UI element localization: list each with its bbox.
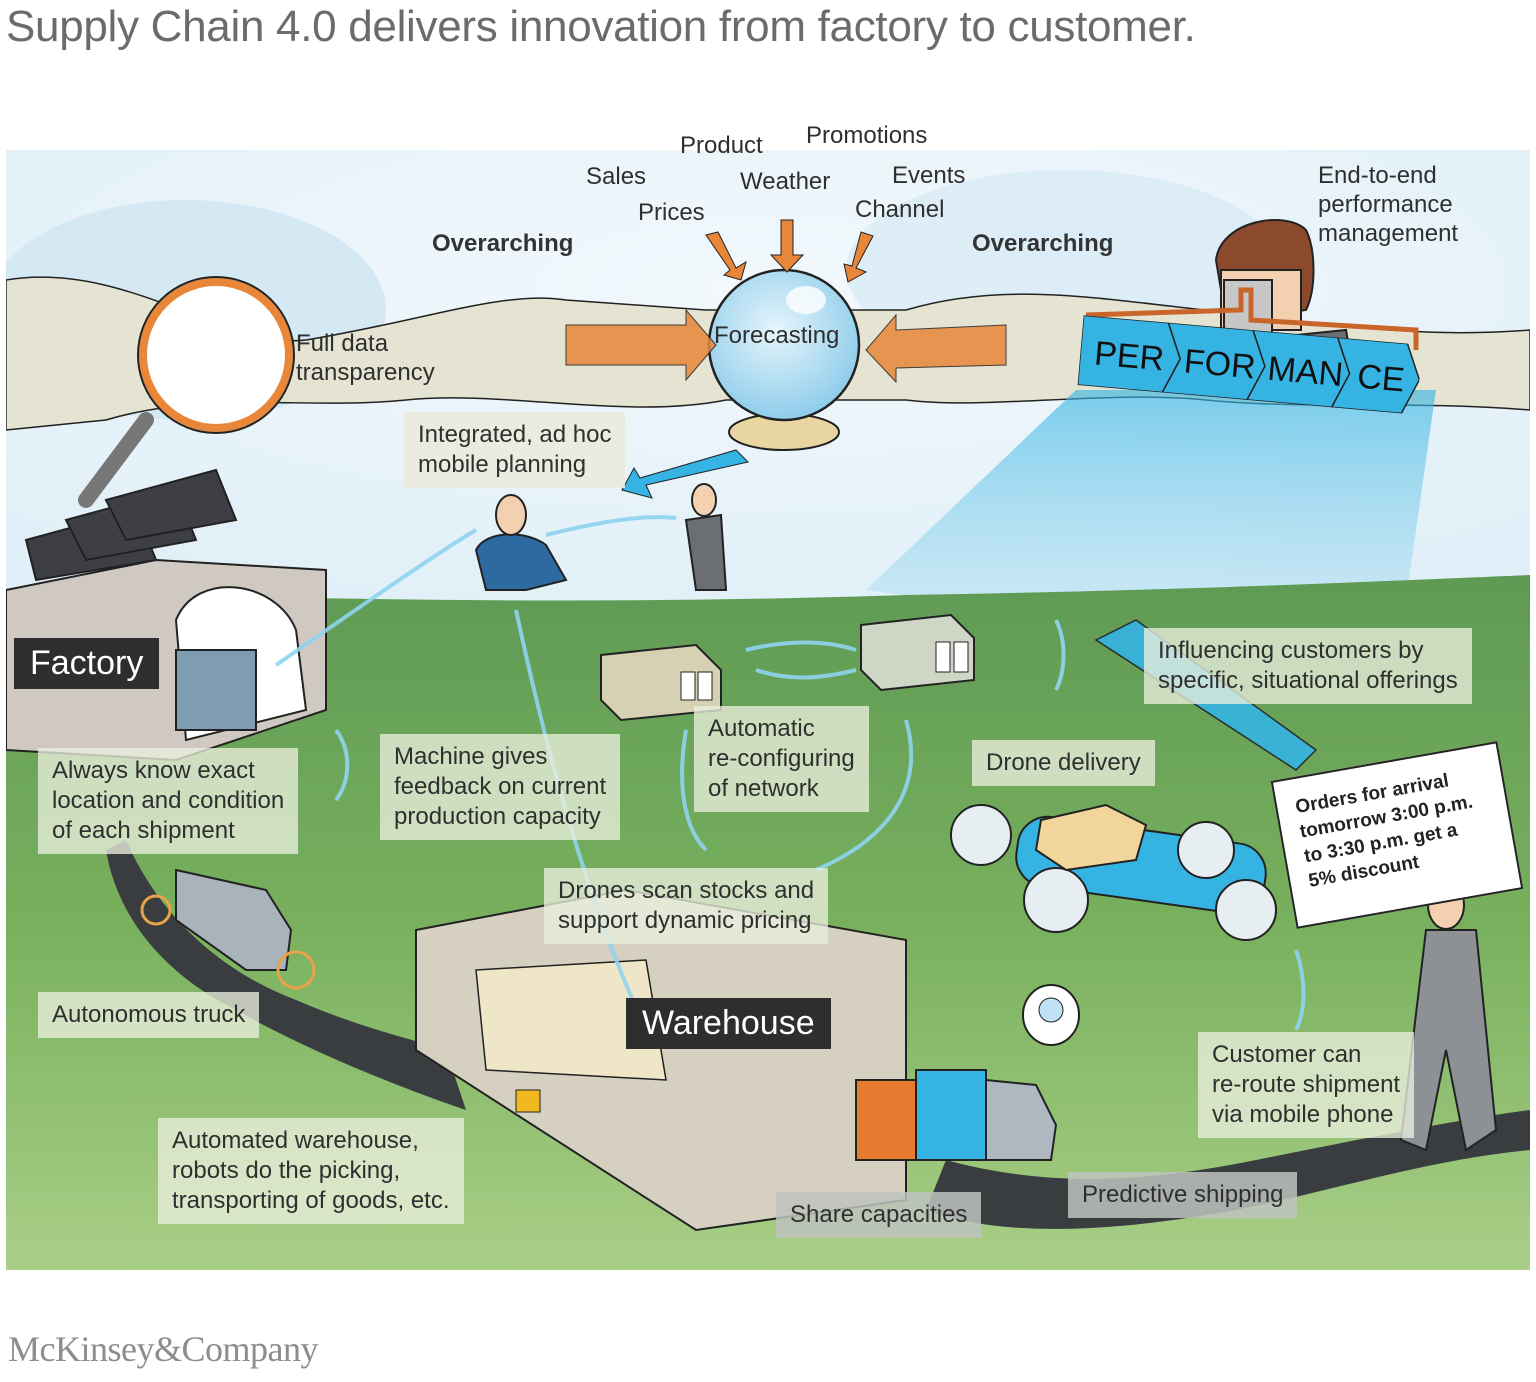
banner-text-2: FOR [1182, 342, 1257, 386]
callout-line: robots do the picking, [172, 1157, 401, 1184]
callout-line: of network [708, 775, 819, 802]
banner-text-1: PER [1093, 334, 1166, 378]
banner-text-4: CE [1356, 357, 1406, 399]
warehouse-tag: Warehouse [626, 998, 831, 1049]
callout-line: Predictive shipping [1082, 1181, 1284, 1208]
callout-automatic-reconfig: Automatic re-configuring of network [694, 706, 869, 812]
end-to-end-line-2: performance [1318, 190, 1453, 218]
callout-line: Automatic [708, 715, 815, 742]
callout-line: feedback on current [394, 773, 607, 800]
performance-banner: PER FOR MAN CE [1077, 315, 1421, 415]
factory-building [6, 468, 327, 762]
end-to-end-label: End-to-end performance management [1318, 162, 1458, 248]
overarching-left-label: Overarching [432, 230, 574, 257]
callout-drone-delivery: Drone delivery [972, 740, 1155, 786]
callout-share-capacities: Share capacities [776, 1192, 982, 1238]
callout-autonomous-truck: Autonomous truck [38, 992, 260, 1038]
callout-line: production capacity [394, 803, 601, 830]
callout-customer-reroute: Customer can re-route shipment via mobil… [1198, 1032, 1415, 1138]
callout-influencing: Influencing customers by specific, situa… [1144, 628, 1472, 704]
planner-figure [474, 494, 568, 591]
callout-line: specific, situational offerings [1158, 667, 1458, 694]
factory-tag: Factory [14, 638, 160, 689]
callout-always-know: Always know exact location and condition… [38, 748, 299, 854]
input-prices: Prices [638, 199, 705, 226]
network-node-2 [860, 613, 975, 692]
callout-line: transporting of goods, etc. [172, 1187, 450, 1214]
end-to-end-line-1: End-to-end [1318, 162, 1437, 189]
input-events: Events [892, 162, 966, 189]
performance-beam [866, 390, 1436, 630]
callout-automated-warehouse: Automated warehouse, robots do the picki… [158, 1118, 464, 1224]
banner-text-3: MAN [1266, 350, 1345, 394]
end-to-end-line-3: management [1318, 219, 1459, 247]
callout-line: of each shipment [52, 817, 235, 844]
callout-line: location and condition [52, 787, 285, 814]
input-arrows [565, 219, 1007, 384]
callout-machine-feedback: Machine gives feedback on current produc… [380, 734, 621, 840]
full-data-line-1: Full data [296, 330, 389, 357]
callout-predictive-shipping: Predictive shipping [1068, 1172, 1298, 1218]
autonomous-truck-icon [140, 868, 316, 990]
full-data-label: Full data transparency [296, 330, 435, 388]
magnifier-icon [78, 276, 295, 508]
callout-line: Share capacities [790, 1201, 968, 1228]
callout-line: Drones scan stocks and [558, 877, 815, 904]
callout-line: re-route shipment [1212, 1071, 1401, 1098]
full-data-line-2: transparency [296, 358, 435, 386]
input-weather: Weather [740, 168, 831, 195]
input-product: Product [680, 132, 763, 159]
input-channel: Channel [855, 196, 945, 223]
illustration: Product Promotions Sales Weather Events … [6, 122, 1530, 1270]
callout-line: Customer can [1212, 1041, 1362, 1068]
forecasting-label: Forecasting [714, 322, 840, 349]
callout-line: via mobile phone [1212, 1101, 1394, 1128]
banner-segment-4 [1330, 336, 1421, 415]
callout-line: mobile planning [418, 451, 587, 478]
drone-icon [950, 803, 1277, 941]
callout-line: Autonomous truck [52, 1001, 246, 1028]
callout-integrated-planning: Integrated, ad hoc mobile planning [404, 412, 626, 488]
company-logo: McKinsey&Company [8, 1329, 318, 1369]
callout-line: Always know exact [52, 757, 255, 784]
callout-line: Integrated, ad hoc [418, 421, 612, 448]
callout-line: support dynamic pricing [558, 907, 812, 934]
planning-arrow [621, 449, 749, 499]
warehouse-building [415, 888, 907, 1232]
callout-line: Machine gives [394, 743, 548, 770]
road [106, 840, 466, 1110]
callout-line: Drone delivery [986, 749, 1141, 776]
callout-line: re-configuring [708, 745, 855, 772]
callout-line: Influencing customers by [1158, 637, 1424, 664]
shipping-truck-icon [855, 984, 1080, 1161]
input-promotions: Promotions [806, 122, 928, 149]
overarching-right-label: Overarching [972, 230, 1114, 257]
input-sales: Sales [586, 163, 647, 190]
colleague-figure [684, 483, 728, 591]
page-title: Supply Chain 4.0 delivers innovation fro… [6, 2, 1196, 51]
callout-drones-scan: Drones scan stocks and support dynamic p… [544, 868, 829, 944]
callout-line: Automated warehouse, [172, 1127, 419, 1154]
